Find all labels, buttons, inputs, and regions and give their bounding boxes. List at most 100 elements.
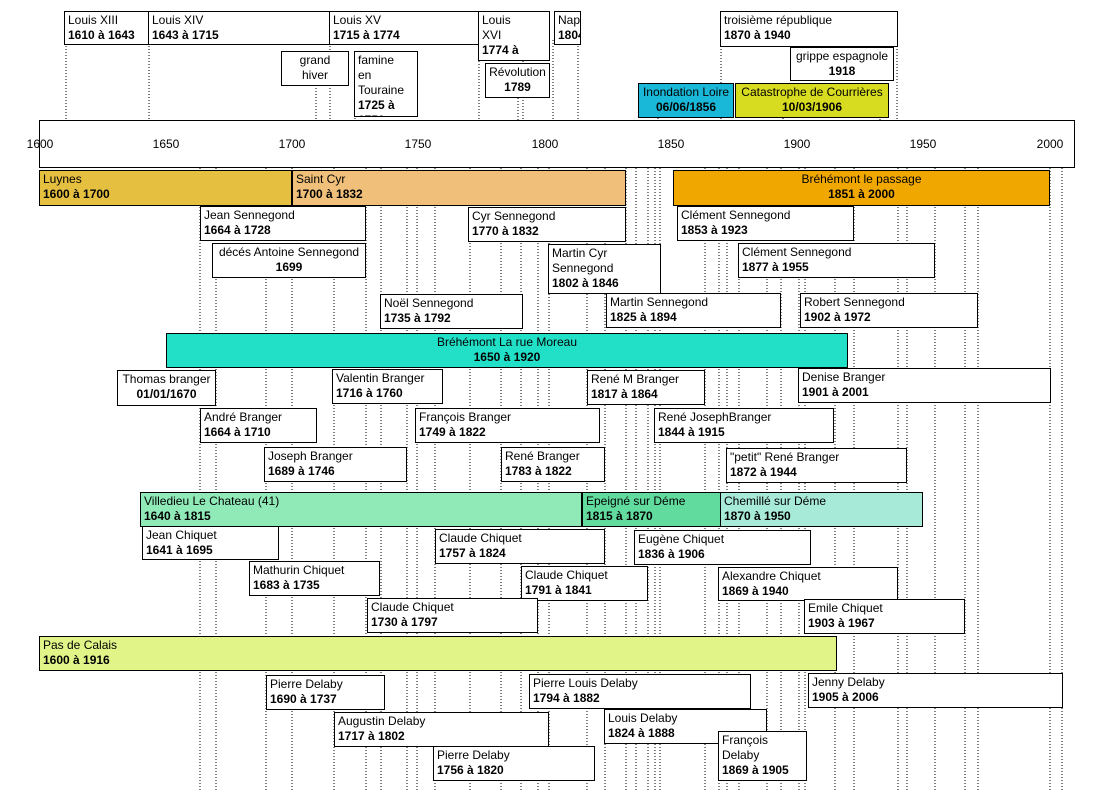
event-dates: 10/03/1906 — [781, 100, 843, 114]
event-title: Louis XIII — [68, 13, 119, 27]
tick-label: 2000 — [1036, 137, 1064, 151]
place-dates: 1870 à 1950 — [724, 509, 791, 523]
event-title: Inondation Loire — [642, 85, 730, 99]
event-dates: 1610 à 1643 — [68, 28, 135, 42]
person-dates: 1717 à 1802 — [338, 729, 405, 743]
person-name: Mathurin Chiquet — [253, 563, 345, 577]
place-title: Epeigné sur Déme — [586, 494, 686, 508]
person-name: Augustin Delaby — [338, 714, 426, 728]
event-dates: 1789 — [504, 80, 531, 94]
person-name: Pierre Delaby — [437, 748, 510, 762]
place-villedieu: Villedieu Le Chateau (41)1640 à 1815 — [140, 492, 582, 527]
person-dates: 1853 à 1923 — [681, 223, 748, 237]
place-dates: 1600 à 1916 — [43, 653, 110, 667]
person-dates: 1690 à 1737 — [270, 692, 337, 706]
person-dates: 1791 à 1841 — [525, 583, 592, 597]
event-dates: 1870 à 1940 — [724, 28, 791, 42]
person-dates: 1664 à 1728 — [204, 223, 271, 237]
event-dates: 1715 à 1774 — [333, 28, 400, 42]
event-dates: 06/06/1856 — [655, 100, 717, 114]
person-name: Noël Sennegond — [384, 296, 474, 310]
tick-label: 1750 — [404, 137, 432, 151]
person-name: "petit" René Branger — [730, 450, 840, 464]
person-dates: 1836 à 1906 — [638, 547, 705, 561]
reign-napoleon: Napoléon1804 à 1814 — [554, 11, 581, 45]
person-name: Martin Sennegond — [610, 295, 709, 309]
person-name: Eugène Chiquet — [638, 532, 725, 546]
event-title: Napoléon — [558, 13, 581, 27]
place-title: Luynes — [43, 172, 82, 186]
person-dates: 1664 à 1710 — [204, 425, 271, 439]
person-name: Alexandre Chiquet — [722, 569, 821, 583]
person-name: Joseph Branger — [268, 449, 353, 463]
person-dates: 1825 à 1894 — [610, 310, 677, 324]
person-dates: 1844 à 1915 — [658, 425, 725, 439]
place-title: Chemillé sur Déme — [724, 494, 827, 508]
person-name: Valentin Branger — [336, 371, 425, 385]
event-title: Louis XIV — [152, 13, 204, 27]
person-name: Clément Sennegond — [681, 208, 791, 222]
person-name: René JosephBranger — [658, 410, 772, 424]
person-dates: 1716 à 1760 — [336, 386, 403, 400]
person-name: Martin Cyr Sennegond — [552, 246, 614, 275]
place-dates: 1851 à 2000 — [828, 187, 895, 201]
person-name: Pierre Delaby — [270, 677, 343, 691]
person-dates: 1735 à 1792 — [384, 311, 451, 325]
person-dates: 1757 à 1824 — [439, 546, 506, 560]
person-name: François Branger — [419, 410, 512, 424]
person-name: Claude Chiquet — [371, 600, 454, 614]
person-name: décés Antoine Sennegond — [218, 245, 360, 259]
grand-hiver: grand hiver1709 — [281, 51, 349, 86]
place-dates: 1700 à 1832 — [296, 187, 363, 201]
person-dates: 1877 à 1955 — [742, 260, 809, 274]
event-title: troisième république — [724, 13, 833, 27]
place-title: Villedieu Le Chateau (41) — [144, 494, 280, 508]
person-name: René M Branger — [591, 372, 680, 386]
person-name: Emile Chiquet — [808, 601, 883, 615]
person-name: Louis Delaby — [608, 711, 678, 725]
event-title: Révolution — [489, 65, 546, 79]
place-dates: 1600 à 1700 — [43, 187, 110, 201]
person-dates: 1749 à 1822 — [419, 425, 486, 439]
person-name: Clément Sennegond — [742, 245, 852, 259]
tick-label: 1800 — [531, 137, 559, 151]
person-name: François Delaby — [722, 733, 769, 762]
person-name: André Branger — [204, 410, 283, 424]
person-name: Claude Chiquet — [525, 568, 608, 582]
event-dates: 1918 — [828, 64, 856, 78]
person-dates: 1901 à 2001 — [802, 385, 869, 399]
person-dates: 1817 à 1864 — [591, 387, 658, 401]
place-title: Saint Cyr — [296, 172, 346, 186]
tick-label: 1900 — [783, 137, 811, 151]
place-title: Bréhémont le passage — [801, 172, 922, 186]
place-dates: 1650 à 1920 — [473, 350, 541, 364]
